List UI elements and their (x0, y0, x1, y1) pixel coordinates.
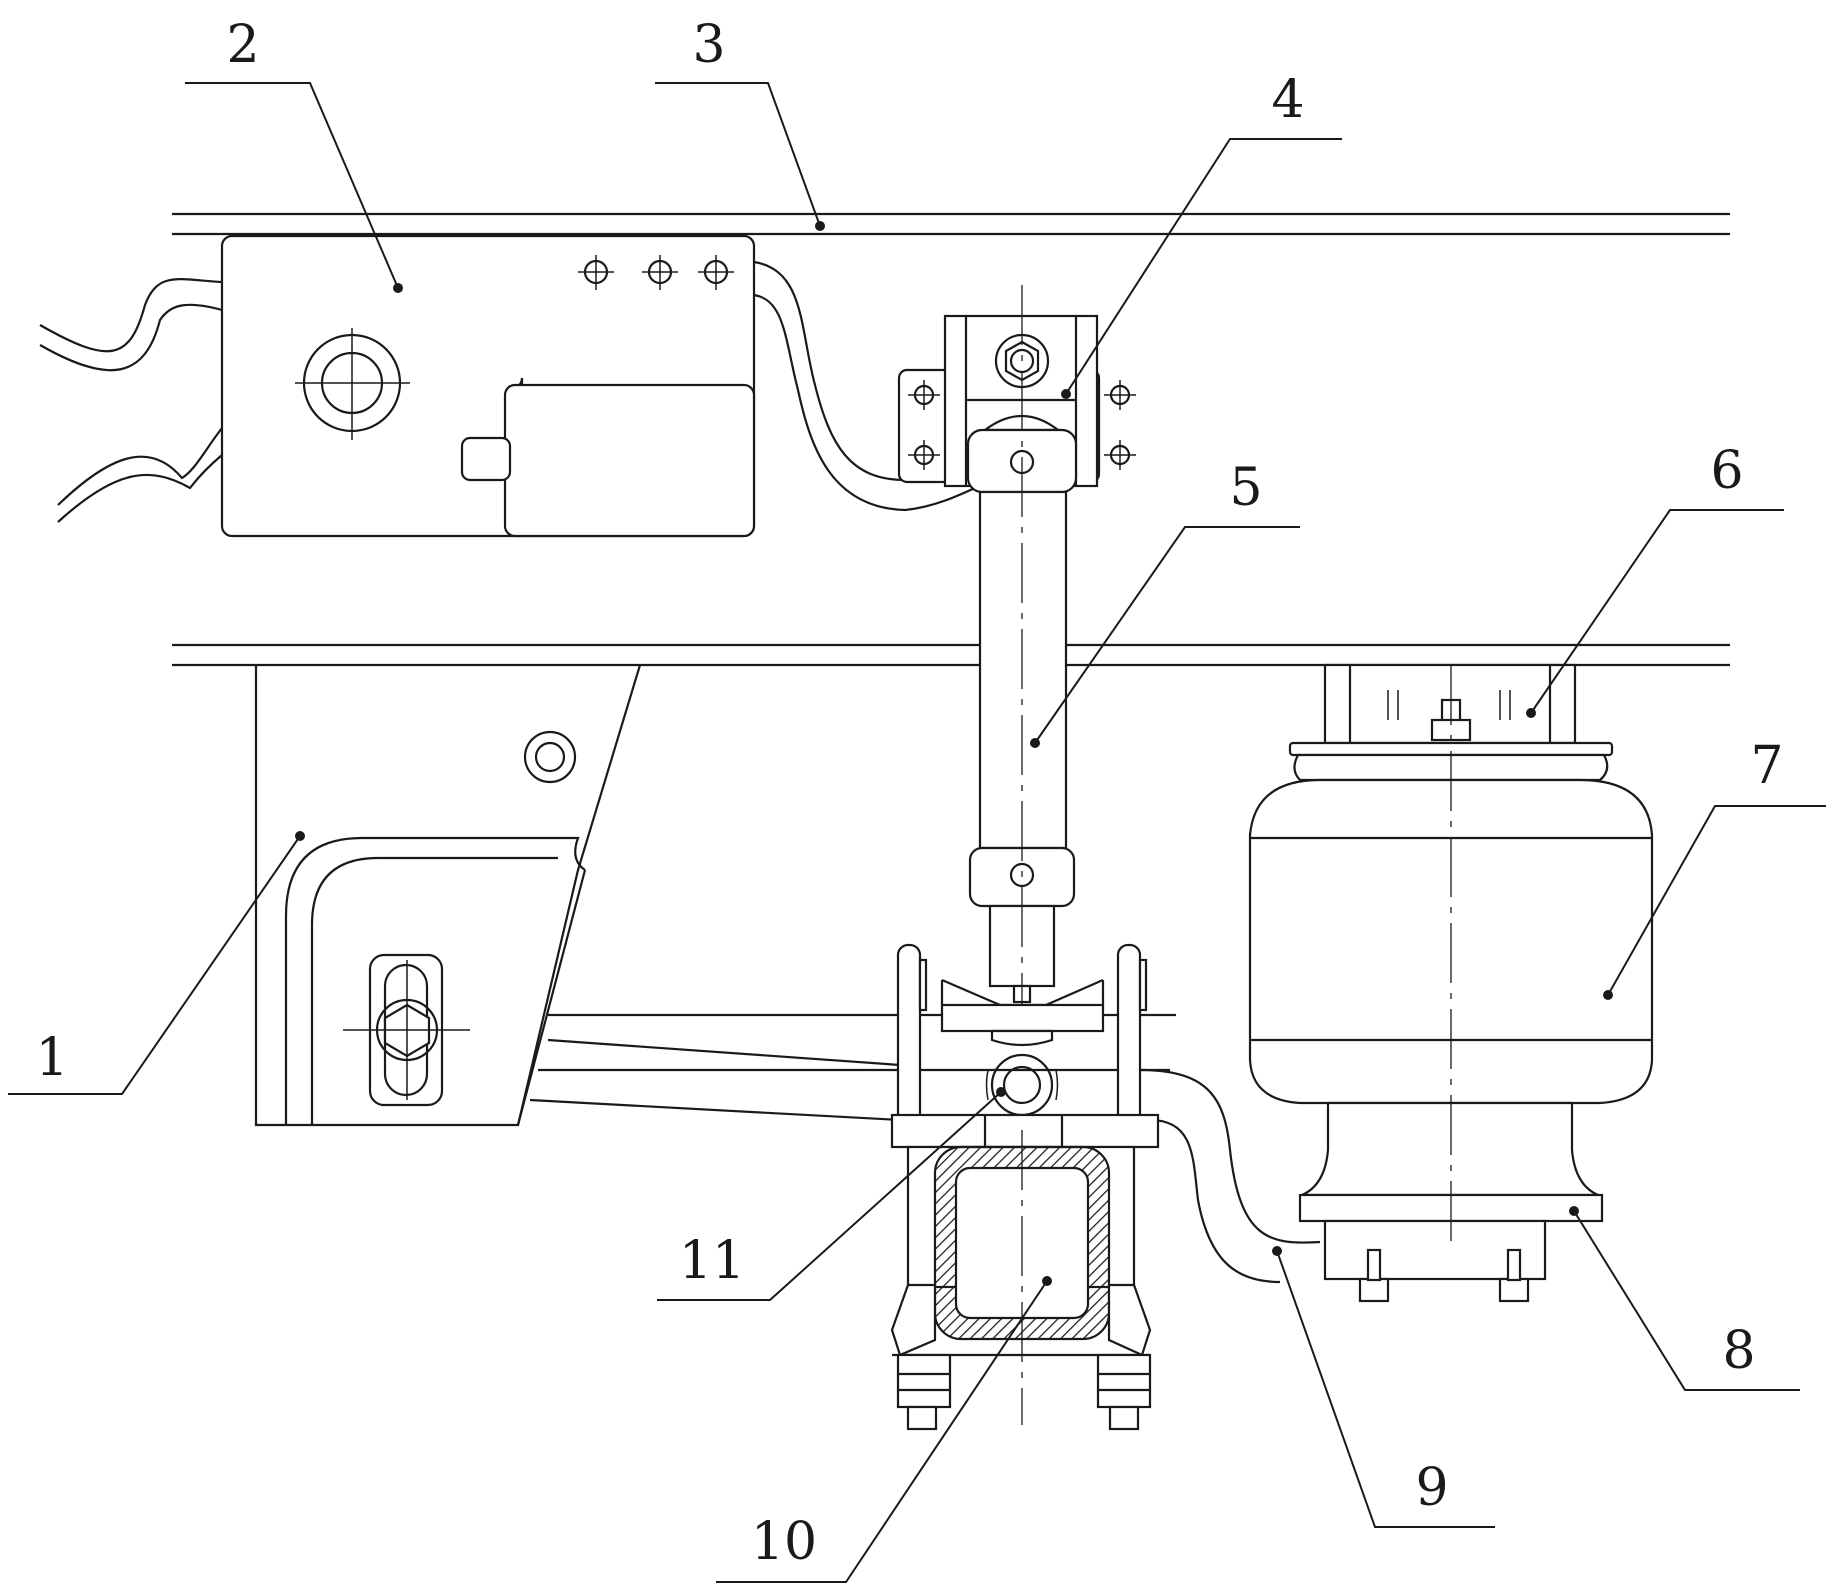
trailing-arm (529, 1013, 1321, 1284)
label-7: 7 (1750, 736, 1783, 796)
mounting-bracket (254, 664, 642, 1127)
label-10: 10 (751, 1512, 817, 1572)
label-8: 8 (1722, 1321, 1755, 1381)
label-9: 9 (1415, 1458, 1448, 1518)
label-6: 6 (1710, 441, 1743, 501)
label-3: 3 (692, 15, 725, 75)
label-5: 5 (1229, 458, 1262, 518)
height-rod (968, 285, 1076, 1010)
label-4: 4 (1271, 70, 1304, 130)
label-2: 2 (226, 15, 259, 75)
label-1: 1 (35, 1028, 68, 1088)
control-valve-box (39, 234, 1025, 538)
height-valve-bracket (897, 314, 1136, 494)
callout-leaders (8, 82, 1826, 1583)
air-spring (1248, 663, 1654, 1303)
part-number-labels: 1 2 3 4 5 6 7 8 9 10 11 (35, 15, 1783, 1572)
label-11: 11 (679, 1231, 745, 1291)
axle-clamp (890, 943, 1160, 1431)
